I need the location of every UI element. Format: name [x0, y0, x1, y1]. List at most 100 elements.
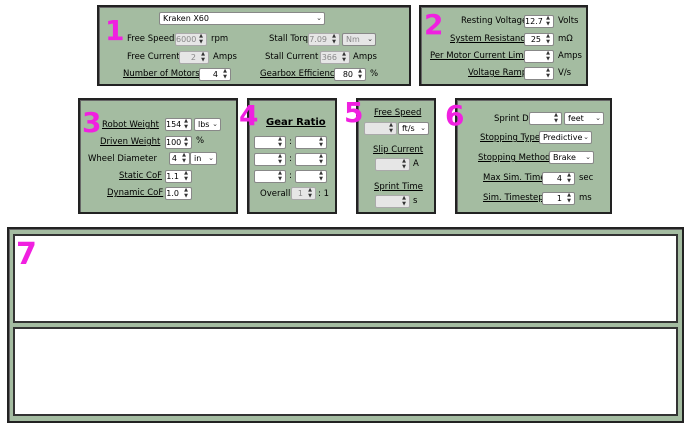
driven-weight-unit: %	[196, 136, 205, 146]
chevron-down-icon: ⌄	[212, 120, 218, 128]
sim-timestep-input[interactable]: 1 ▲▼	[542, 192, 575, 205]
spinner-icon: ▲▼	[546, 67, 550, 79]
free-speed-value: 6000	[176, 35, 197, 44]
free-current-unit: Amps	[213, 52, 237, 62]
spinner-icon: ▲▼	[389, 122, 393, 134]
motor-select[interactable]: Kraken X60 ⌄	[159, 12, 325, 25]
voltage-ramp-unit: V/s	[558, 68, 572, 78]
sprint-time-output: ▲▼	[375, 195, 410, 208]
free-speed-unit-value: ft/s	[402, 124, 415, 133]
spinner-icon: ▲▼	[342, 51, 346, 63]
gear-driven-1-input[interactable]: ▲▼	[295, 136, 327, 149]
section-number-7: 7	[16, 237, 37, 272]
per-motor-limit-input[interactable]: ▲▼	[524, 50, 554, 63]
driven-weight-value: 100	[166, 138, 182, 147]
robot-weight-input[interactable]: 154▲▼	[165, 118, 192, 131]
num-motors-input[interactable]: 4▲▼	[199, 68, 231, 81]
spinner-icon: ▲▼	[332, 33, 336, 45]
free-current-label: Free Current	[127, 52, 180, 62]
gear-colon: :	[289, 154, 292, 164]
section-number-3: 3	[82, 106, 102, 139]
resting-voltage-input[interactable]: 12.7▲▼	[524, 15, 554, 28]
spinner-icon: ▲▼	[199, 33, 203, 45]
gearbox-efficiency-value: 80	[342, 70, 353, 79]
gearbox-efficiency-unit: %	[370, 69, 379, 79]
free-speed-unit: rpm	[211, 34, 229, 44]
spinner-icon: ▲▼	[402, 158, 406, 170]
spinner-icon: ▲▼	[546, 33, 550, 45]
per-motor-limit-label: Per Motor Current Limit	[430, 51, 530, 61]
robot-weight-label: Robot Weight	[102, 120, 159, 130]
free-speed-output-label: Free Speed	[374, 108, 422, 118]
system-resistance-value: 25	[530, 35, 541, 44]
dynamic-cof-value: 1.0	[166, 189, 179, 198]
resting-voltage-label: Resting Voltage	[461, 16, 528, 26]
spinner-icon: ▲▼	[184, 136, 188, 148]
overall-label: Overall	[260, 189, 291, 199]
spinner-icon: ▲▼	[278, 170, 282, 182]
chevron-down-icon: ⌄	[420, 124, 426, 132]
dynamic-cof-input[interactable]: 1.0 ▲▼	[165, 187, 192, 200]
gearbox-efficiency-label: Gearbox Efficiency	[260, 69, 340, 79]
gear-driver-3-input[interactable]: ▲▼	[254, 170, 286, 183]
free-speed-input[interactable]: 6000▲▼	[175, 33, 207, 46]
spinner-icon: ▲▼	[567, 192, 571, 204]
stall-torque-value: 7.09	[309, 35, 327, 44]
gear-driven-3-input[interactable]: ▲▼	[295, 170, 327, 183]
resting-voltage-value: 12.7	[525, 17, 543, 26]
chevron-down-icon: ⌄	[367, 35, 373, 43]
spinner-icon: ▲▼	[567, 172, 571, 184]
outputs-panel: 5 Free Speed ▲▼ ft/s⌄ Slip Current ▲▼ A …	[344, 98, 436, 214]
stall-current-input[interactable]: 366▲▼	[320, 51, 350, 64]
slip-current-output: ▲▼	[375, 158, 410, 171]
sprint-distance-unit-value: feet	[568, 114, 584, 123]
gear-colon: :	[289, 171, 292, 181]
free-speed-unit-select[interactable]: ft/s ⌄	[398, 122, 429, 135]
motor-panel: 1 Kraken X60 ⌄ Free Speed 6000▲▼ rpm Fre…	[97, 5, 411, 86]
sim-timestep-value: 1	[556, 194, 562, 203]
per-motor-limit-unit: Amps	[558, 51, 582, 61]
stall-torque-unit-value: Nm	[346, 35, 360, 44]
sprint-distance-unit-select[interactable]: feet ⌄	[564, 112, 604, 125]
gear-driven-2-input[interactable]: ▲▼	[295, 153, 327, 166]
chevron-down-icon: ⌄	[595, 114, 601, 122]
spinner-icon: ▲▼	[319, 136, 323, 148]
driven-weight-input[interactable]: 100▲▼	[165, 136, 192, 149]
wheel-diameter-unit-select[interactable]: in⌄	[190, 152, 217, 165]
system-resistance-label: System Resistance	[450, 34, 531, 44]
spinner-icon: ▲▼	[184, 170, 188, 182]
max-sim-time-input[interactable]: 4▲▼	[542, 172, 575, 185]
gearbox-efficiency-input[interactable]: 80▲▼	[334, 68, 366, 81]
section-number-6: 6	[445, 99, 465, 132]
static-cof-input[interactable]: 1.1 ▲▼	[165, 170, 192, 183]
stopping-type-select[interactable]: Predictive⌄	[539, 131, 592, 144]
chevron-down-icon: ⌄	[316, 14, 322, 22]
spinner-icon: ▲▼	[184, 187, 188, 199]
robot-weight-unit-select[interactable]: lbs⌄	[194, 118, 221, 131]
num-motors-label: Number of Motors	[123, 69, 200, 79]
sprint-distance-input[interactable]: ▲▼	[529, 112, 562, 125]
stall-torque-input[interactable]: 7.09 ▲▼	[308, 33, 340, 46]
system-resistance-unit: mΩ	[558, 34, 573, 44]
free-current-input[interactable]: 2▲▼	[179, 51, 209, 64]
stall-torque-unit-select[interactable]: Nm ⌄	[342, 33, 376, 46]
voltage-ramp-input[interactable]: ▲▼	[524, 67, 554, 80]
stopping-method-select[interactable]: Brake⌄	[549, 151, 594, 164]
simulation-panel: 6 Sprint Distance ▲▼ feet⌄ Stopping Type…	[445, 98, 612, 214]
stall-current-label: Stall Current	[265, 52, 319, 62]
robot-weight-value: 154	[166, 120, 182, 129]
gear-driver-1-input[interactable]: ▲▼	[254, 136, 286, 149]
chevron-down-icon: ⌄	[583, 133, 589, 141]
gear-driver-2-input[interactable]: ▲▼	[254, 153, 286, 166]
section-number-1: 1	[105, 14, 125, 47]
free-speed-output: ▲▼	[364, 122, 397, 135]
robot-panel: 3 Robot Weight 154▲▼ lbs⌄ Driven Weight …	[78, 98, 238, 214]
system-resistance-input[interactable]: 25 ▲▼	[524, 33, 554, 46]
num-motors-value: 4	[212, 70, 218, 79]
static-cof-value: 1.1	[166, 172, 179, 181]
spinner-icon: ▲▼	[278, 136, 282, 148]
wheel-diameter-input[interactable]: 4▲▼	[169, 152, 190, 165]
wheel-diameter-unit-value: in	[194, 154, 202, 163]
spinner-icon: ▲▼	[278, 153, 282, 165]
overall-ratio-input[interactable]: 1▲▼	[291, 187, 316, 200]
